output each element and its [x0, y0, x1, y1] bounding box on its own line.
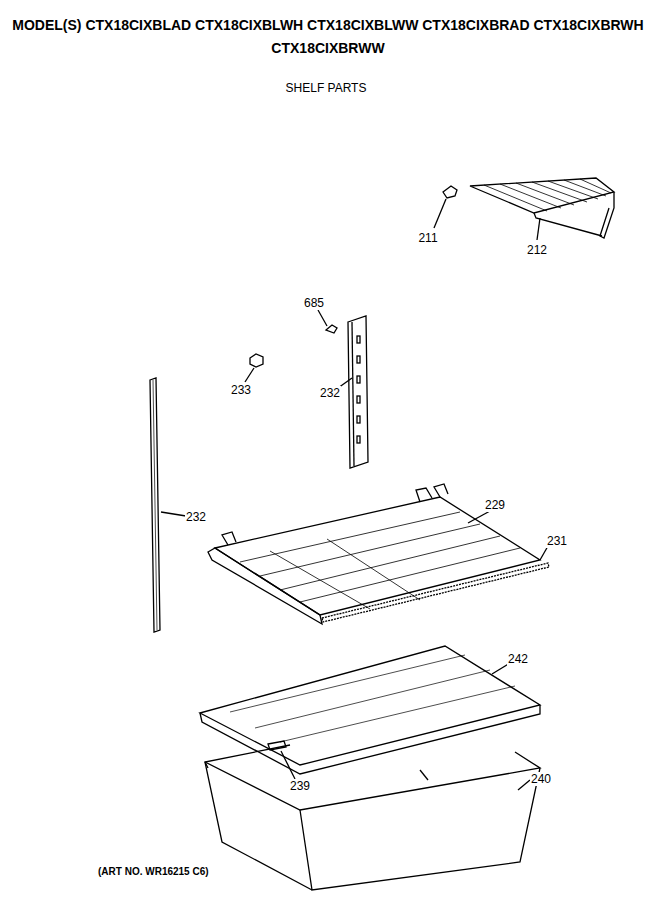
- shelf-rail: [348, 316, 368, 468]
- shelf-rail: [150, 378, 160, 632]
- callout-number: 233: [230, 383, 252, 397]
- crisper-cover: [200, 646, 540, 774]
- callout-number: 232: [319, 386, 341, 400]
- rail-clip: [326, 325, 337, 333]
- crisper-pan: [205, 745, 540, 890]
- callout-number: 240: [530, 772, 552, 786]
- shelf-stop: [250, 354, 263, 367]
- callout-number: 229: [484, 498, 506, 512]
- leader-line: [161, 512, 186, 516]
- leader-line: [434, 199, 446, 228]
- leader-line: [245, 368, 254, 382]
- pan-roller: [268, 741, 286, 750]
- leader-line: [468, 511, 490, 523]
- callout-number: 212: [526, 243, 548, 257]
- shelf-clip: [443, 186, 457, 198]
- callout-number: 239: [289, 779, 311, 793]
- wire-shelf: [208, 484, 540, 624]
- leader-line: [281, 751, 295, 779]
- callout-number: 685: [303, 296, 325, 310]
- callout-number: 232: [185, 510, 207, 524]
- leader-line: [518, 780, 530, 790]
- model-title: MODEL(S) CTX18CIXBLAD CTX18CIXBLWH CTX18…: [10, 14, 646, 60]
- callout-number: 242: [507, 652, 529, 666]
- callout-number: 211: [417, 231, 438, 245]
- leader-line: [537, 218, 540, 240]
- shelf-trim: [322, 563, 549, 622]
- callout-number: 231: [546, 534, 568, 548]
- wire-shelf: [470, 178, 614, 238]
- art-number: (ART NO. WR16215 C6): [98, 866, 209, 877]
- section-heading: SHELF PARTS: [285, 81, 368, 95]
- leader-line: [540, 546, 548, 560]
- leader-line: [318, 310, 327, 326]
